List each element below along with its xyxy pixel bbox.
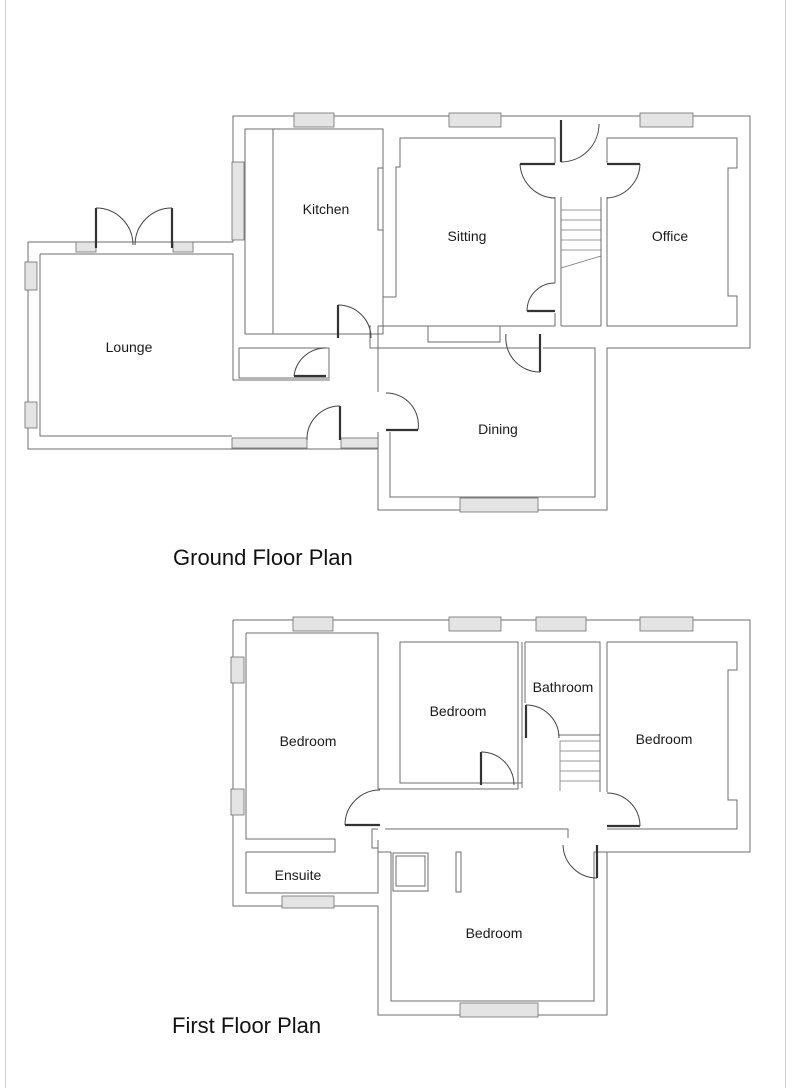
room-label-bedroom-right: Bedroom <box>635 731 693 747</box>
room-label-bedroom-bottom: Bedroom <box>465 925 523 941</box>
first-floor-windows <box>230 616 694 1018</box>
ground-floor-stairs <box>560 209 602 269</box>
first-floor-stairs <box>559 740 600 791</box>
room-label-dining: Dining <box>478 421 518 437</box>
room-label-bedroom-left: Bedroom <box>279 733 337 749</box>
ground-floor-doors <box>94 120 641 441</box>
first-floor-doors <box>344 704 641 879</box>
page-border <box>5 0 786 1088</box>
room-label-office: Office <box>651 228 689 244</box>
room-label-kitchen: Kitchen <box>302 201 350 217</box>
ground-floor-plan-title: Ground Floor Plan <box>173 545 353 570</box>
room-label-lounge: Lounge <box>105 339 153 355</box>
ground-floor-walls <box>27 115 751 511</box>
first-floor-walls <box>232 619 751 1016</box>
first-floor-plan-title: First Floor Plan <box>172 1013 322 1038</box>
room-label-sitting: Sitting <box>447 228 487 244</box>
room-label-ensuite: Ensuite <box>274 867 322 883</box>
room-label-bathroom: Bathroom <box>532 679 594 695</box>
ground-floor-windows <box>24 112 694 513</box>
room-label-bedroom-middle: Bedroom <box>429 703 487 719</box>
